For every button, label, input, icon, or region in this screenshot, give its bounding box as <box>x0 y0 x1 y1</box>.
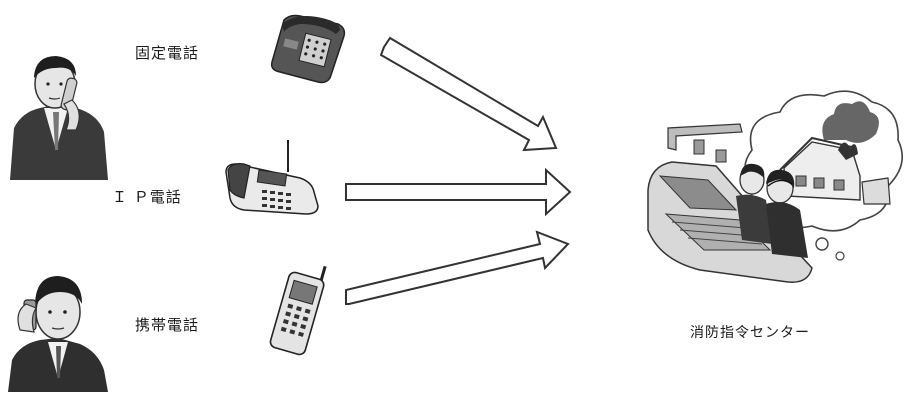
mobile-phone-icon <box>269 265 327 356</box>
mobile-phone-label: 携帯電話 <box>135 316 200 334</box>
arrow-right-icon <box>345 167 572 217</box>
fire-dispatch-center-icon <box>647 90 904 283</box>
arrow-right-icon <box>345 230 570 305</box>
ip-phone-label: Ｉ Ｐ電話 <box>112 188 182 206</box>
dispatch-center-label: 消防指令センター <box>690 325 810 341</box>
landline-label: 固定電話 <box>135 44 200 62</box>
man-on-mobile-phone-icon <box>8 276 108 392</box>
desk-phone-icon <box>270 14 346 84</box>
businessman-on-phone-icon <box>10 56 108 180</box>
arrow-right-icon <box>379 36 558 152</box>
ip-phone-icon <box>225 140 319 215</box>
